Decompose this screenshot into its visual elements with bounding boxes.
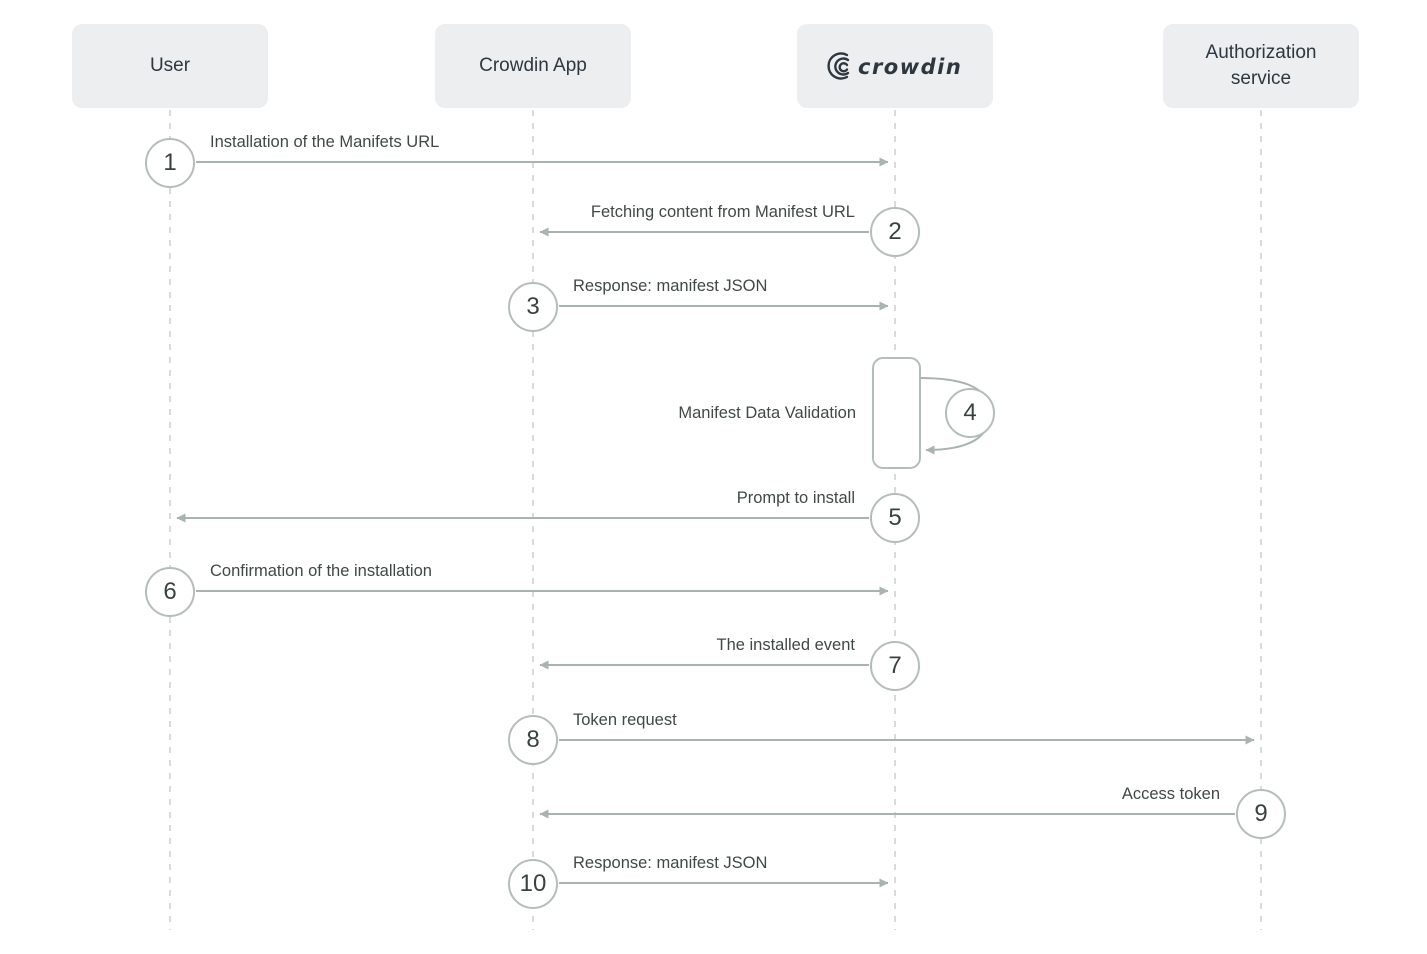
crowdin-wordmark: crowdin xyxy=(858,55,962,79)
step-circle-8: 8 xyxy=(508,715,558,765)
step-number: 10 xyxy=(519,870,547,897)
step-number: 6 xyxy=(163,578,177,605)
crowdin-logo: crowdin xyxy=(827,52,962,80)
step-circle-4: 4 xyxy=(945,388,995,438)
actor-box-crowdin-app: Crowdin App xyxy=(435,24,631,108)
actor-box-user: User xyxy=(72,24,268,108)
step-label-8: Token request xyxy=(573,711,677,729)
step-circle-6: 6 xyxy=(145,567,195,617)
step-circle-1: 1 xyxy=(145,138,195,188)
actor-label-auth-service: Authorization service xyxy=(1205,42,1317,89)
crowdin-swirl-icon xyxy=(827,52,850,80)
actor-label-crowdin-app: Crowdin App xyxy=(479,55,587,77)
step-number: 7 xyxy=(888,652,902,679)
step-number: 5 xyxy=(888,504,902,531)
step-number: 1 xyxy=(163,149,177,176)
step-circle-9: 9 xyxy=(1236,789,1286,839)
step-circle-5: 5 xyxy=(870,493,920,543)
step-label-7: The installed event xyxy=(716,636,855,654)
actor-label-user: User xyxy=(149,55,191,77)
step-label-10: Response: manifest JSON xyxy=(573,854,768,872)
activation-box xyxy=(872,357,921,469)
step-circle-3: 3 xyxy=(508,282,558,332)
step-label-6: Confirmation of the installation xyxy=(210,562,432,580)
step-number: 4 xyxy=(963,399,977,426)
step-circle-2: 2 xyxy=(870,207,920,257)
step-label-2: Fetching content from Manifest URL xyxy=(590,203,855,221)
step-circle-7: 7 xyxy=(870,641,920,691)
step-number: 8 xyxy=(526,726,540,753)
step-number: 9 xyxy=(1254,800,1268,827)
step-label-1: Installation of the Manifets URL xyxy=(210,133,440,151)
step-label-5: Prompt to install xyxy=(736,489,855,507)
step-number: 2 xyxy=(888,218,902,245)
actor-box-auth-service: Authorization service xyxy=(1163,24,1359,108)
step-label-3: Response: manifest JSON xyxy=(573,277,768,295)
step-label-9: Access token xyxy=(1121,785,1220,803)
step-label-4: Manifest Data Validation xyxy=(678,404,856,422)
actor-box-crowdin: crowdin xyxy=(797,24,993,108)
step-number: 3 xyxy=(526,293,540,320)
step-circle-10: 10 xyxy=(508,859,558,909)
